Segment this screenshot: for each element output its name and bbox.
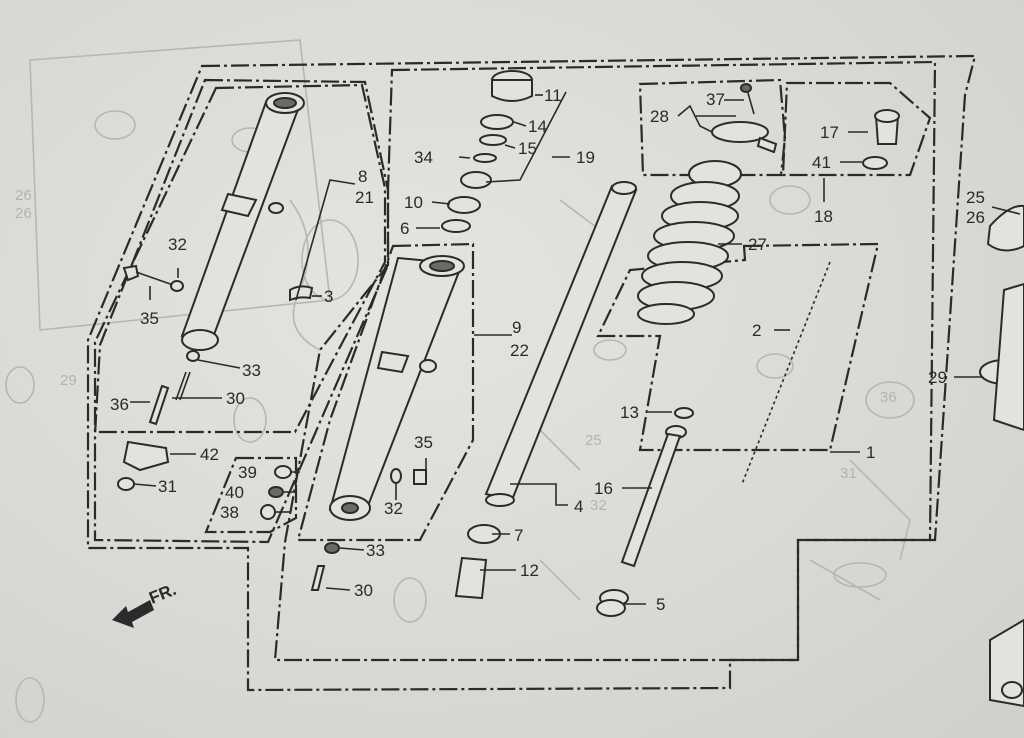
fork-small-parts-left xyxy=(117,264,314,491)
seal-stack xyxy=(441,70,533,233)
callout-26: 26 xyxy=(966,208,985,227)
callout-1: 1 xyxy=(866,443,875,462)
leader-lines xyxy=(130,91,1021,605)
callout-30b: 30 xyxy=(354,581,373,600)
callout-12: 12 xyxy=(520,561,539,580)
callout-28: 28 xyxy=(650,107,669,126)
callout-27: 27 xyxy=(748,235,767,254)
callout-3: 3 xyxy=(324,287,333,306)
callout-14: 14 xyxy=(528,117,547,136)
callout-40: 40 xyxy=(225,483,244,502)
callout-29: 29 xyxy=(928,368,947,387)
callout-33a: 33 xyxy=(242,361,261,380)
callout-39: 39 xyxy=(238,463,257,482)
right-edge-parts xyxy=(979,204,1024,708)
fork-spring xyxy=(741,261,831,485)
callout-15: 15 xyxy=(518,139,537,158)
damper-rod xyxy=(596,407,694,617)
callout-9: 9 xyxy=(512,318,521,337)
callout-21: 21 xyxy=(355,188,374,207)
callout-25: 25 xyxy=(966,188,985,207)
front-direction-arrow-icon xyxy=(112,600,154,628)
boot-clamp xyxy=(711,83,778,154)
outer-fork-tube-left xyxy=(180,92,305,351)
callout-22: 22 xyxy=(510,341,529,360)
callout-6: 6 xyxy=(400,219,409,238)
group-frames xyxy=(86,54,977,692)
callout-37: 37 xyxy=(706,90,725,109)
svg-text:26: 26 xyxy=(15,187,32,204)
callout-labels: 11 14 15 34 19 8 21 10 6 32 3 35 9 22 33… xyxy=(110,86,985,614)
callout-30a: 30 xyxy=(226,389,245,408)
callout-17: 17 xyxy=(820,123,839,142)
inner-fork-tube xyxy=(454,181,638,600)
svg-text:29: 29 xyxy=(60,372,77,389)
callout-34: 34 xyxy=(414,148,433,167)
outer-fork-tube-center xyxy=(310,255,465,591)
callout-41: 41 xyxy=(812,153,831,172)
fork-cap-bolt xyxy=(862,109,900,170)
callout-33b: 33 xyxy=(366,541,385,560)
callout-32b: 32 xyxy=(384,499,403,518)
fork-small-parts-box xyxy=(260,465,292,520)
callout-4: 4 xyxy=(574,497,583,516)
background-ghost-print: 26 26 29 25 36 31 32 xyxy=(5,39,915,723)
svg-text:36: 36 xyxy=(880,389,897,406)
fork-boot xyxy=(637,160,742,325)
callout-36: 36 xyxy=(110,395,129,414)
callout-35a: 35 xyxy=(140,309,159,328)
callout-18: 18 xyxy=(814,207,833,226)
callout-8: 8 xyxy=(358,167,367,186)
callout-2: 2 xyxy=(752,321,761,340)
svg-text:31: 31 xyxy=(840,465,857,482)
callout-5: 5 xyxy=(656,595,665,614)
callout-31: 31 xyxy=(158,477,177,496)
callout-11: 11 xyxy=(544,86,562,105)
svg-text:26: 26 xyxy=(15,205,32,222)
callout-7: 7 xyxy=(514,526,523,545)
callout-32a: 32 xyxy=(168,235,187,254)
callout-10: 10 xyxy=(404,193,423,212)
callout-13: 13 xyxy=(620,403,639,422)
svg-text:25: 25 xyxy=(585,432,602,449)
callout-38: 38 xyxy=(220,503,239,522)
callout-42: 42 xyxy=(200,445,219,464)
front-direction-label: FR. xyxy=(146,580,179,608)
callout-16: 16 xyxy=(594,479,613,498)
callout-35b: 35 xyxy=(414,433,433,452)
svg-text:32: 32 xyxy=(590,497,607,514)
callout-19: 19 xyxy=(576,148,595,167)
